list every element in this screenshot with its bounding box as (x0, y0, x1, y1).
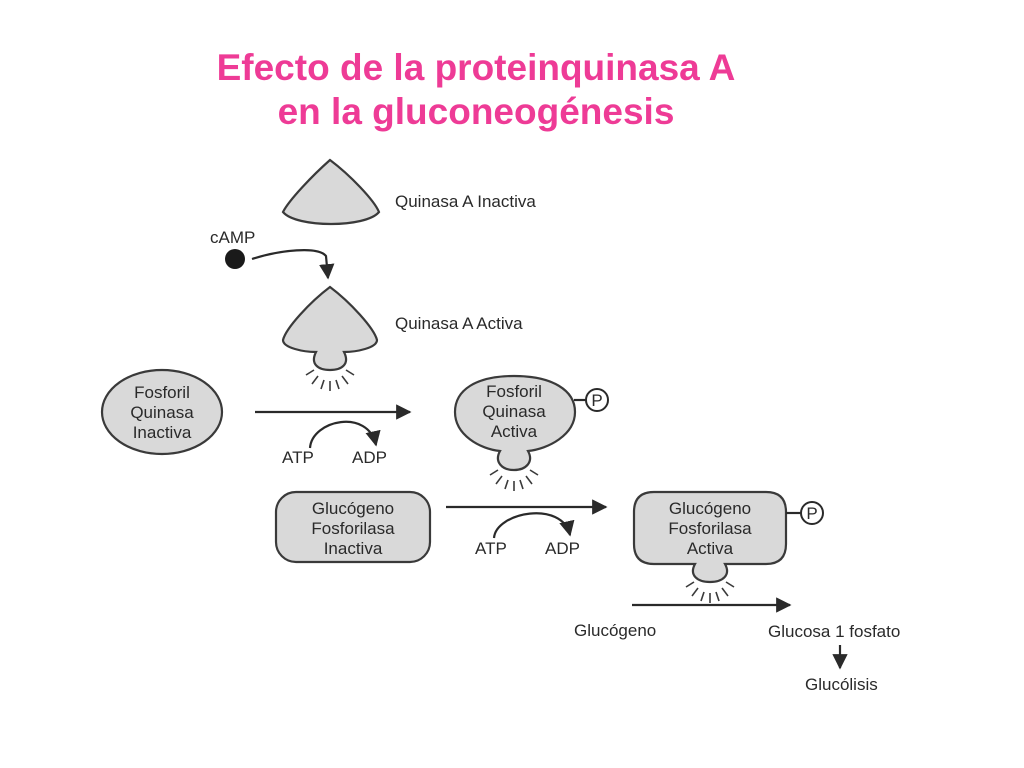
pk-inactive-line-1: Fosforil (134, 383, 190, 402)
camp-label: cAMP (210, 228, 255, 247)
gp-active-site-rays (685, 581, 735, 603)
title-line-2: en la gluconeogénesis (277, 91, 675, 132)
pka-inactive-shape (281, 158, 381, 226)
adp-label-1: ADP (352, 448, 387, 467)
glucose-1-phosphate-label: Glucosa 1 fosfato (768, 622, 900, 641)
phosphate-label-2: P (806, 504, 817, 523)
pka-active-label: Quinasa A Activa (395, 314, 523, 333)
pka-active-shape (281, 285, 379, 372)
title-line-1: Efecto de la proteinquinasa A (216, 47, 736, 88)
pk-inactive-line-2: Quinasa (130, 403, 194, 422)
atp-adp-arrow-1 (308, 420, 381, 449)
pk-active-line-3: Activa (491, 422, 538, 441)
glycogen-phosphorylase-inactive (274, 490, 432, 564)
atp-label-1: ATP (282, 448, 314, 467)
phosphorylase-kinase-active (453, 374, 577, 472)
atp-adp-arrow-2 (492, 512, 575, 539)
phosphate-label-1: P (591, 391, 602, 410)
pka-active-site-rays (305, 369, 355, 391)
pk-active-line-1: Fosforil (486, 382, 542, 401)
phosphate-group-2 (800, 501, 824, 525)
gp-inactive-line-1: Glucógeno (312, 499, 394, 518)
atp-label-2: ATP (475, 539, 507, 558)
camp-activation-arrow (251, 249, 335, 280)
phosphate-group-1 (585, 388, 609, 412)
adp-label-2: ADP (545, 539, 580, 558)
gp-active-line-2: Fosforilasa (668, 519, 752, 538)
glycolysis-label: Glucólisis (805, 675, 878, 694)
gp-inactive-line-3: Inactiva (324, 539, 383, 558)
gp-active-line-3: Activa (687, 539, 734, 558)
pk-active-site-rays (489, 469, 539, 491)
gp-active-line-1: Glucógeno (669, 499, 751, 518)
pk-active-line-2: Quinasa (482, 402, 546, 421)
gp-inactive-line-2: Fosforilasa (311, 519, 395, 538)
camp-molecule (225, 249, 245, 269)
page-title: Efecto de la proteinquinasa A en la gluc… (0, 46, 952, 134)
pk-inactive-line-3: Inactiva (133, 423, 192, 442)
glycogen-substrate-label: Glucógeno (574, 621, 656, 640)
phosphorylase-kinase-inactive (100, 368, 224, 456)
pka-inactive-label: Quinasa A Inactiva (395, 192, 536, 211)
